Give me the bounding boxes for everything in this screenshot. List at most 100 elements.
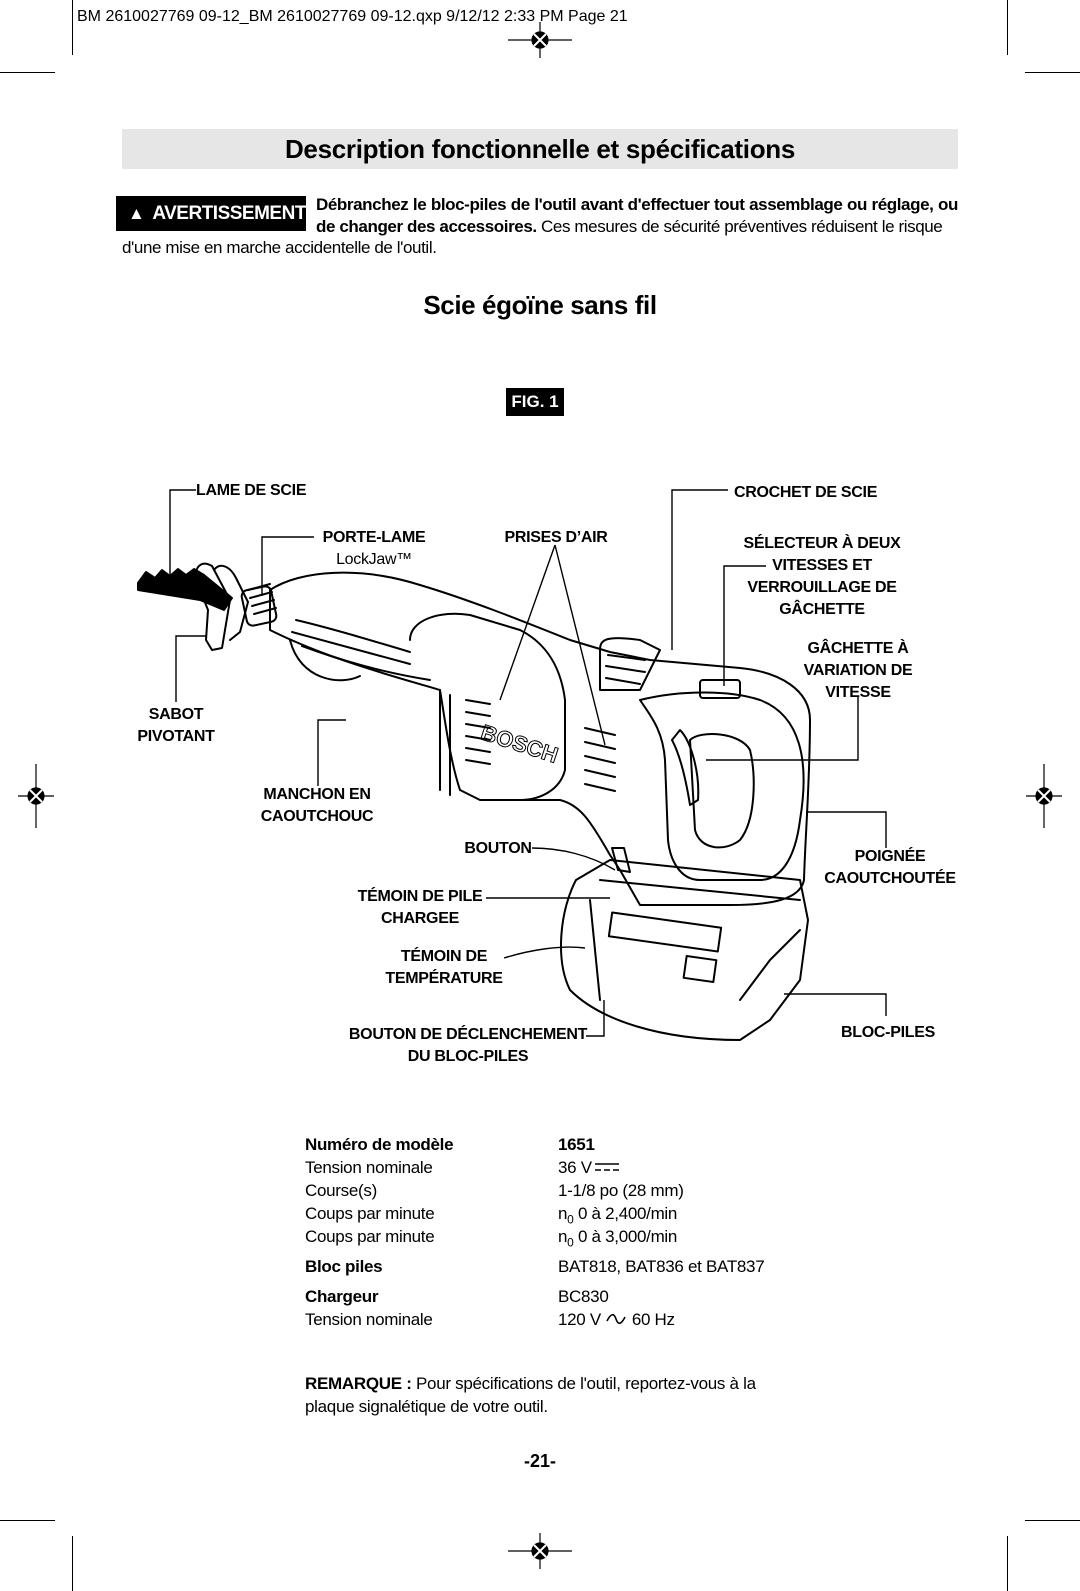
warning-bold-text: Débranchez le bloc-piles de l'outil avan… <box>316 195 958 236</box>
leader-lame <box>169 489 196 580</box>
spec-subscript: 0 <box>567 1235 574 1250</box>
spec-label: Bloc piles <box>305 1257 383 1276</box>
callout-manchon-line2: CAOUTCHOUC <box>260 808 374 825</box>
print-slug: BM 2610027769 09-12_BM 2610027769 09-12.… <box>77 8 628 25</box>
warning-body-text: Ces mesures de sécurité préventives rédu… <box>541 217 943 236</box>
callout-crochet-de-scie: CROCHET DE SCIE <box>734 484 878 501</box>
callout-selecteur-line3: VERROUILLAGE DE <box>747 579 897 596</box>
spec-value: 36 V <box>558 1158 620 1178</box>
spec-value: BAT818, BAT836 et BAT837 <box>558 1257 765 1276</box>
leader-sabot <box>175 635 206 702</box>
dc-symbol-icon <box>594 1163 619 1171</box>
spec-label: Coups par minute <box>305 1227 435 1246</box>
brand-logo: BOSCH <box>478 720 561 768</box>
leader-gachette <box>706 696 859 761</box>
callout-prises-air: PRISES D’AIR <box>504 529 608 546</box>
spec-value: BC830 <box>558 1287 609 1306</box>
callout-gachette-line3: VITESSE <box>825 684 891 701</box>
spec-value-text: 0 à 2,400/min <box>573 1204 678 1223</box>
spec-label: Chargeur <box>305 1287 379 1306</box>
ac-symbol-icon <box>606 1313 627 1325</box>
callout-poignee: POIGNÉE CAOUTCHOUTÉE <box>820 846 960 890</box>
leader-manchon <box>317 719 346 786</box>
air-vents <box>465 699 616 792</box>
callout-temoin-temp-line2: TEMPÉRATURE <box>385 970 503 987</box>
callout-gachette-line1: GÂCHETTE À <box>807 640 909 657</box>
spec-value: n0 0 à 2,400/min <box>558 1204 677 1226</box>
callout-porte-lame-line1: PORTE-LAME <box>322 529 426 546</box>
motor-housing <box>409 612 566 801</box>
callout-manchon: MANCHON EN CAOUTCHOUC <box>254 784 380 828</box>
leader-porte-lame <box>261 536 314 596</box>
variable-speed-trigger <box>671 729 700 806</box>
leader-prises-air <box>499 544 606 746</box>
warning-triangle-icon: ▲ <box>128 204 145 223</box>
leader-poignee <box>806 811 887 848</box>
callout-temoin-pile: TÉMOIN DE PILE CHARGEE <box>352 886 488 930</box>
spec-value: n0 0 à 3,000/min <box>558 1227 677 1249</box>
callout-temoin-pile-line2: CHARGEE <box>381 910 459 927</box>
callout-lockjaw: LockJaw™ <box>336 551 412 568</box>
callout-sabot-line1: SABOT <box>148 706 204 723</box>
product-title: Scie égoïne sans fil <box>423 290 657 320</box>
spec-subscript: 0 <box>567 1212 574 1227</box>
callout-porte-lame: PORTE-LAME LockJaw™ <box>318 527 430 571</box>
callout-lame-de-scie: LAME DE SCIE <box>196 482 307 499</box>
spec-value-text: 0 à 3,000/min <box>573 1227 678 1246</box>
spec-label: Coups par minute <box>305 1204 435 1223</box>
callout-selecteur-line1: SÉLECTEUR À DEUX <box>743 535 901 552</box>
leader-declench <box>586 1000 605 1037</box>
callout-temoin-pile-line1: TÉMOIN DE PILE <box>357 888 483 905</box>
leader-crochet <box>671 489 728 650</box>
spec-label: Tension nominale <box>305 1310 433 1329</box>
registration-target-left <box>18 764 54 828</box>
callout-bloc-piles: BLOC-PILES <box>841 1024 935 1041</box>
spec-label: Course(s) <box>305 1181 377 1200</box>
spec-prefix: n <box>558 1227 568 1246</box>
callout-gachette: GÂCHETTE À VARIATION DE VITESSE <box>780 638 936 704</box>
leader-selecteur <box>723 565 766 686</box>
note-label: REMARQUE : <box>305 1374 412 1393</box>
spec-value-text: 36 V <box>558 1158 592 1177</box>
page-number: -21- <box>523 1451 556 1471</box>
callout-temoin-temp-line1: TÉMOIN DE <box>400 948 488 965</box>
callout-temoin-temperature: TÉMOIN DE TEMPÉRATURE <box>382 946 506 990</box>
speed-selector <box>699 679 741 699</box>
pivoting-shoe <box>194 562 231 651</box>
spec-value: 120 V 60 Hz <box>558 1310 675 1330</box>
warning-continuation: d'une mise en marche accidentelle de l'o… <box>122 238 437 257</box>
note-text: Pour spécifications de l'outil, reportez… <box>305 1374 756 1416</box>
callout-declench-line1: BOUTON DE DÉCLENCHEMENT <box>348 1026 588 1043</box>
spec-value: 1-1/8 po (28 mm) <box>558 1181 684 1200</box>
callout-selecteur-line2: VITESSES ET <box>772 557 872 574</box>
saw-body <box>269 571 811 906</box>
saw-hook <box>599 637 661 691</box>
callout-selecteur-line4: GÂCHETTE <box>779 601 865 618</box>
spec-label: Tension nominale <box>305 1158 433 1177</box>
spec-value: 1651 <box>558 1135 595 1154</box>
leader-temoin-temp <box>503 946 586 959</box>
registration-target-right <box>1026 764 1062 828</box>
spec-value-text: 60 Hz <box>631 1310 675 1329</box>
spec-value-text: 120 V <box>558 1310 601 1329</box>
warning-text: Débranchez le bloc-piles de l'outil avan… <box>316 194 958 238</box>
callout-poignee-line2: CAOUTCHOUTÉE <box>824 870 956 887</box>
callout-sabot-pivotant: SABOT PIVOTANT <box>126 704 226 748</box>
warning-badge: ▲AVERTISSEMENT <box>116 196 306 231</box>
callout-gachette-line2: VARIATION DE <box>803 662 913 679</box>
rubber-grip-handle <box>639 691 805 881</box>
battery-pack <box>560 859 809 1041</box>
spec-label: Numéro de modèle <box>305 1135 454 1154</box>
leader-bouton <box>531 847 616 871</box>
callout-declench-line2: DU BLOC-PILES <box>407 1048 529 1065</box>
callout-declenchement: BOUTON DE DÉCLENCHEMENT DU BLOC-PILES <box>348 1024 588 1068</box>
registration-target-bottom <box>508 1533 572 1569</box>
leader-bloc-piles <box>784 993 887 1016</box>
spec-prefix: n <box>558 1204 568 1223</box>
registration-target-top <box>508 22 572 58</box>
callout-sabot-line2: PIVOTANT <box>137 728 215 745</box>
section-title: Description fonctionnelle et spécificati… <box>122 129 958 169</box>
callout-manchon-line1: MANCHON EN <box>263 786 371 803</box>
